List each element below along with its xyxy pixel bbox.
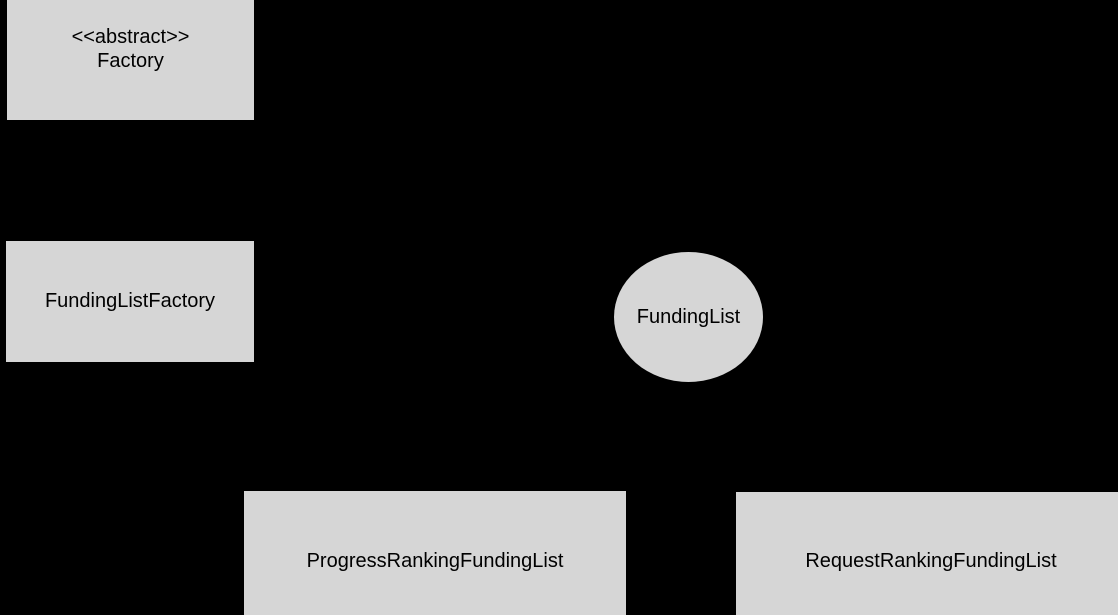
node-factory-stereotype: <<abstract>> — [71, 25, 190, 48]
node-funding-list-factory[interactable]: FundingListFactory — [6, 241, 254, 362]
node-funding-list[interactable]: FundingList — [614, 252, 763, 382]
node-request-ranking-funding-list[interactable]: RequestRankingFundingList — [736, 492, 1118, 615]
edge-funding-list-factory-to-funding-list — [253, 291, 615, 306]
edge-funding-list-to-progress-ranking — [439, 374, 661, 492]
node-factory-label: Factory — [97, 50, 164, 72]
node-funding-list-label: FundingList — [636, 305, 741, 328]
node-request-ranking-funding-list-label: RequestRankingFundingList — [805, 550, 1057, 573]
edge-funding-list-to-request-ranking — [715, 374, 906, 493]
node-progress-ranking-funding-list-label: ProgressRankingFundingList — [306, 549, 564, 572]
node-progress-ranking-funding-list[interactable]: ProgressRankingFundingList — [244, 491, 626, 615]
node-funding-list-factory-label: FundingListFactory — [44, 290, 216, 313]
node-factory[interactable]: <<abstract>> Factory — [7, 0, 254, 120]
